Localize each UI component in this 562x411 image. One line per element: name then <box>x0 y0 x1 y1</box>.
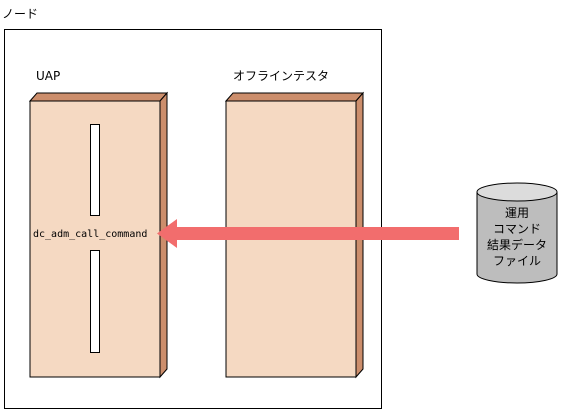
result-file-cylinder: 運用 コマンド 結果データ ファイル <box>476 182 558 284</box>
arrow-shaft <box>174 227 459 240</box>
offline-tester-label: オフラインテスタ <box>233 69 329 83</box>
data-flow-arrow <box>157 219 459 248</box>
function-label: dc_adm_call_command <box>33 229 147 240</box>
uap-box: dc_adm_call_command <box>28 91 169 379</box>
uap-slot-lower <box>90 250 100 353</box>
file-line-1: 運用 <box>505 206 529 220</box>
cylinder-top <box>476 182 558 202</box>
arrow-head <box>157 219 177 248</box>
uap-slot-upper <box>90 124 100 216</box>
tester-box-top <box>224 92 365 102</box>
file-line-2: コマンド <box>493 222 541 236</box>
file-line-4: ファイル <box>493 254 541 268</box>
file-line-3: 結果データ <box>487 237 547 252</box>
uap-label: UAP <box>36 69 60 83</box>
uap-box-top <box>28 92 169 102</box>
cylinder-body <box>476 192 558 284</box>
node-label: ノード <box>2 7 38 21</box>
